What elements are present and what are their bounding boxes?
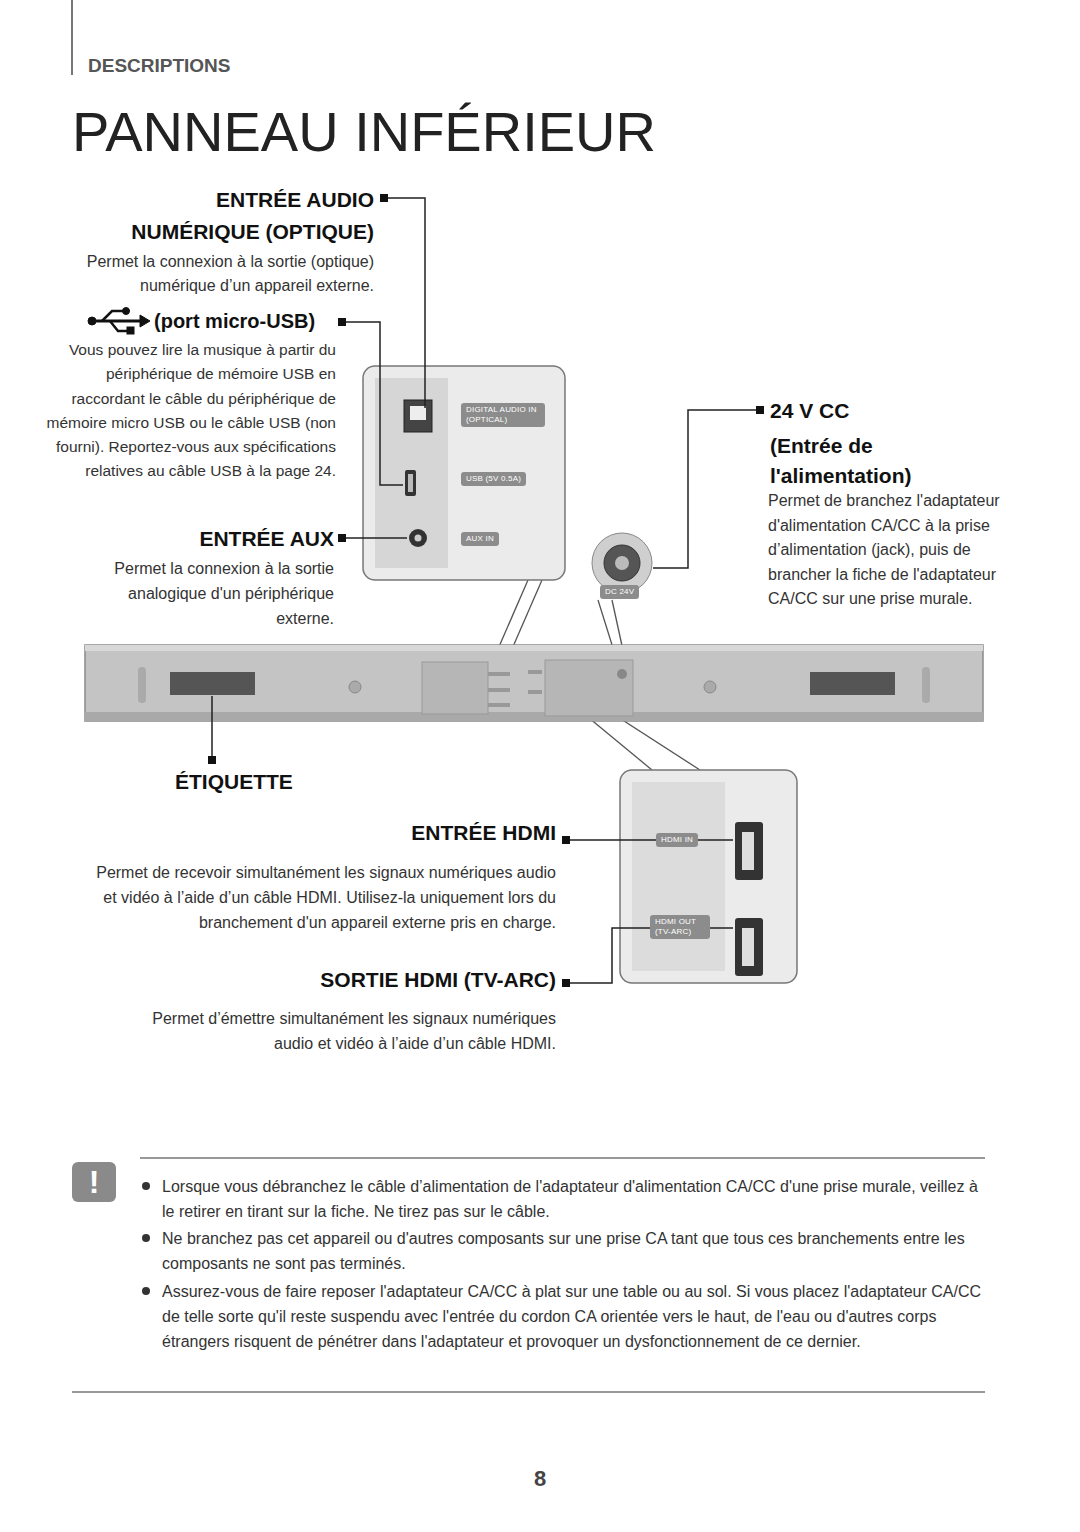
port-heading: ENTRÉE AUDIO NUMÉRIQUE (OPTIQUE) <box>88 184 374 248</box>
leader-square <box>338 534 346 542</box>
soundbar <box>528 670 542 674</box>
note-text: Lorsque vous débranchez le câble d’alime… <box>162 1174 987 1224</box>
port-description: Permet la connexion à la sortie (optique… <box>40 250 374 298</box>
port-inset <box>363 366 565 580</box>
soundbar <box>85 645 983 651</box>
warning-icon: ! <box>72 1162 116 1202</box>
page-title: PANNEAU INFÉRIEUR <box>72 100 656 164</box>
port-heading: (Entrée de l'alimentation) <box>770 431 955 491</box>
port-inset <box>415 535 422 542</box>
port-description: Vous pouvez lire la musique à partir du … <box>40 338 336 484</box>
hdmi-inset <box>735 918 763 976</box>
port-panel: HDMI IN HDMI OUT (TV-ARC) <box>620 770 797 983</box>
leader-square <box>562 836 570 844</box>
bullet <box>142 1182 150 1295</box>
port-inset <box>408 474 413 492</box>
leader-line <box>387 198 425 408</box>
leader-line <box>345 537 407 539</box>
hdmi-inset <box>632 782 725 971</box>
soundbar <box>488 672 510 676</box>
port-label: DIGITAL AUDIO IN (OPTICAL) <box>461 403 545 427</box>
soundbar <box>488 703 510 707</box>
soundbar <box>85 645 983 721</box>
port-label: AUX IN <box>461 532 499 546</box>
usb-icon <box>88 317 96 325</box>
warning-mark: ! <box>72 1162 116 1202</box>
header-rule <box>72 0 73 75</box>
hdmi-inset <box>620 770 797 983</box>
leader-line <box>345 322 403 485</box>
leader-square <box>208 756 216 764</box>
note-rule <box>140 1157 985 1158</box>
usb-icon <box>102 311 124 321</box>
port-heading: SORTIE HDMI (TV-ARC) <box>250 967 556 993</box>
hdmi-inset <box>735 822 763 880</box>
port-label: USB (5V 0.5A) <box>461 472 526 486</box>
header-rule <box>71 0 73 75</box>
port-description: Permet d’émettre simultanément les signa… <box>120 1006 556 1056</box>
port-label: DC 24V <box>600 585 639 599</box>
usb-icon <box>88 308 150 335</box>
bullet <box>142 1287 150 1295</box>
hdmi-inset <box>742 928 754 966</box>
soundbar <box>85 712 983 721</box>
usb-icon <box>123 308 130 315</box>
hdmi-inset <box>620 770 797 983</box>
note-text: Assurez-vous de faire reposer l'adaptate… <box>162 1279 987 1354</box>
usb-icon <box>110 321 128 331</box>
bullet <box>142 1234 150 1242</box>
part-label: ÉTIQUETTE <box>175 769 375 795</box>
soundbar <box>810 672 895 695</box>
port-inset <box>405 470 416 496</box>
soundbar <box>349 681 361 693</box>
dc-jack <box>604 545 640 581</box>
dc-jack <box>592 533 652 593</box>
page-number: 8 <box>490 1466 590 1492</box>
soundbar <box>85 645 983 721</box>
leader-square <box>338 318 346 326</box>
note-text: Ne branchez pas cet appareil ou d'autres… <box>162 1226 987 1276</box>
port-panel: DIGITAL AUDIO IN (OPTICAL) USB (5V 0.5A) A… <box>363 366 565 580</box>
port-description: Permet la connexion à la sortie analogiq… <box>80 556 334 631</box>
usb-icon <box>127 327 134 334</box>
port-label: HDMI OUT (TV-ARC) <box>650 915 710 939</box>
soundbar <box>617 669 627 679</box>
usb-icon <box>90 320 140 323</box>
port-heading: 24 V CC <box>770 398 970 424</box>
bullet <box>142 1182 150 1190</box>
port-inset <box>410 406 426 420</box>
soundbar <box>528 690 542 694</box>
leader-square <box>380 194 388 202</box>
note-rule <box>72 1391 985 1392</box>
leader-square <box>562 979 570 987</box>
port-inset <box>363 366 565 580</box>
soundbar <box>138 667 146 703</box>
soundbar <box>170 672 255 695</box>
port-label: DC 24V <box>600 585 640 599</box>
leader-line <box>653 410 756 568</box>
soundbar <box>704 681 716 693</box>
port-inset <box>375 378 448 568</box>
soundbar <box>922 667 930 703</box>
port-heading: ENTRÉE HDMI <box>300 820 556 846</box>
soundbar <box>422 662 488 714</box>
dc-jack <box>592 533 652 593</box>
leader-line <box>570 839 733 841</box>
dc-jack <box>615 556 629 570</box>
port-heading: ENTRÉE AUX <box>130 526 334 552</box>
port-description: Permet de recevoir simultanément les sig… <box>80 860 556 935</box>
leader-square <box>756 406 764 414</box>
port-inset <box>409 529 427 547</box>
soundbar <box>545 660 633 716</box>
hdmi-inset <box>742 832 754 870</box>
port-heading: (port micro-USB) <box>154 308 344 334</box>
port-description: Permet de branchez l'adaptateur d'alimen… <box>768 489 1018 612</box>
usb-icon <box>140 315 150 327</box>
soundbar <box>488 688 510 692</box>
section-header: DESCRIPTIONS <box>88 54 388 78</box>
port-label: HDMI IN <box>656 833 698 847</box>
leader-line <box>211 696 213 758</box>
port-inset <box>404 400 432 432</box>
